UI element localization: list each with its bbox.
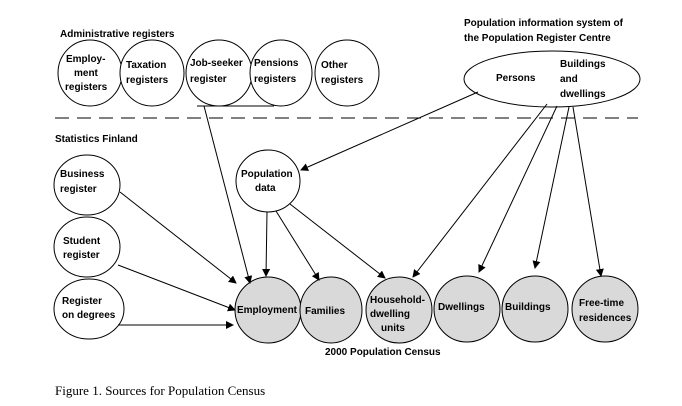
node-label-line: registers bbox=[126, 75, 169, 86]
node-label-line: on degrees bbox=[62, 310, 116, 321]
pop-system-heading-line1: Population information system of bbox=[464, 18, 624, 29]
node-register-on-degrees: Register on degrees bbox=[53, 278, 125, 340]
node-label-line: register bbox=[60, 184, 97, 195]
arrow-jobseeker-to-employment bbox=[203, 105, 253, 284]
node-other-registers: Other registers bbox=[314, 39, 380, 107]
arrow-student-to-employment bbox=[117, 264, 236, 312]
node-population-information-system: Persons Buildings and dwellings bbox=[463, 50, 641, 108]
node-census-families: Families bbox=[299, 276, 363, 344]
statistics-finland-heading: Statistics Finland bbox=[55, 134, 138, 145]
node-label-line: Buildings bbox=[560, 59, 606, 70]
node-student-register: Student register bbox=[53, 216, 121, 278]
node-census-employment: Employment bbox=[234, 276, 302, 344]
node-label-line: Free-time bbox=[579, 298, 624, 309]
arrow-pop-system-to-dwellings bbox=[478, 105, 558, 273]
node-label-line: Register bbox=[62, 296, 102, 307]
node-label-line: register bbox=[190, 74, 227, 85]
node-business-register: Business register bbox=[53, 154, 121, 216]
node-label-line: registers bbox=[65, 82, 108, 93]
arrow-persons-to-population-data bbox=[300, 91, 479, 171]
node-label-line: register bbox=[63, 250, 100, 261]
node-label-line: registers bbox=[254, 74, 297, 85]
node-label-line: Household- bbox=[370, 295, 425, 306]
node-label-line: Employ- bbox=[66, 54, 105, 65]
node-label-line: dwellings bbox=[560, 89, 606, 100]
arrow-population-to-employment bbox=[262, 211, 271, 277]
node-label-line: Student bbox=[63, 236, 101, 247]
arrow-business-to-employment bbox=[119, 191, 237, 284]
node-label-line: Business bbox=[60, 169, 105, 180]
node-population-data: Population data bbox=[235, 149, 301, 213]
node-label-line: Buildings bbox=[505, 302, 551, 313]
node-pensions-registers: Pensions registers bbox=[249, 39, 313, 107]
arrow-population-to-household bbox=[289, 203, 386, 279]
arrow-pop-system-to-freetime bbox=[572, 106, 604, 277]
node-label-line: Taxation bbox=[126, 60, 166, 71]
node-label-line: residences bbox=[579, 313, 632, 324]
node-label-line: Population bbox=[241, 169, 293, 180]
node-census-buildings: Buildings bbox=[501, 275, 569, 343]
node-label-line: dwelling bbox=[370, 309, 410, 320]
node-label-line: Job-seeker bbox=[190, 58, 243, 69]
arrow-pop-system-to-buildings bbox=[532, 106, 570, 269]
node-label-line: Other bbox=[321, 60, 348, 71]
node-label-line: ment bbox=[74, 68, 99, 79]
node-label-line: Dwellings bbox=[438, 302, 485, 313]
node-label-line: registers bbox=[321, 75, 364, 86]
node-label-line: data bbox=[255, 183, 276, 194]
node-census-dwellings: Dwellings bbox=[433, 275, 501, 343]
node-taxation-registers: Taxation registers bbox=[119, 39, 185, 107]
node-label-line: and bbox=[560, 74, 578, 85]
node-label-line: Pensions bbox=[254, 58, 299, 69]
node-census-freetime-residences: Free-time residences bbox=[571, 275, 639, 343]
arrow-population-to-families bbox=[275, 210, 320, 281]
node-label-line: Persons bbox=[496, 73, 536, 84]
pop-system-heading-line2: the Population Register Centre bbox=[464, 33, 611, 44]
node-label-line: units bbox=[381, 323, 405, 334]
figure-caption: Figure 1. Sources for Population Census bbox=[55, 383, 265, 398]
node-census-household-dwelling-units: Household- dwelling units bbox=[365, 276, 433, 344]
arrow-pop-system-to-household bbox=[412, 103, 548, 278]
admin-registers-heading: Administrative registers bbox=[60, 29, 175, 40]
node-jobseeker-register: Job-seeker register bbox=[185, 39, 253, 107]
census-label: 2000 Population Census bbox=[325, 347, 441, 358]
node-employment-registers: Employ- ment registers bbox=[57, 39, 123, 107]
node-label-line: Families bbox=[305, 306, 345, 317]
node-label-line: Employment bbox=[237, 305, 298, 316]
